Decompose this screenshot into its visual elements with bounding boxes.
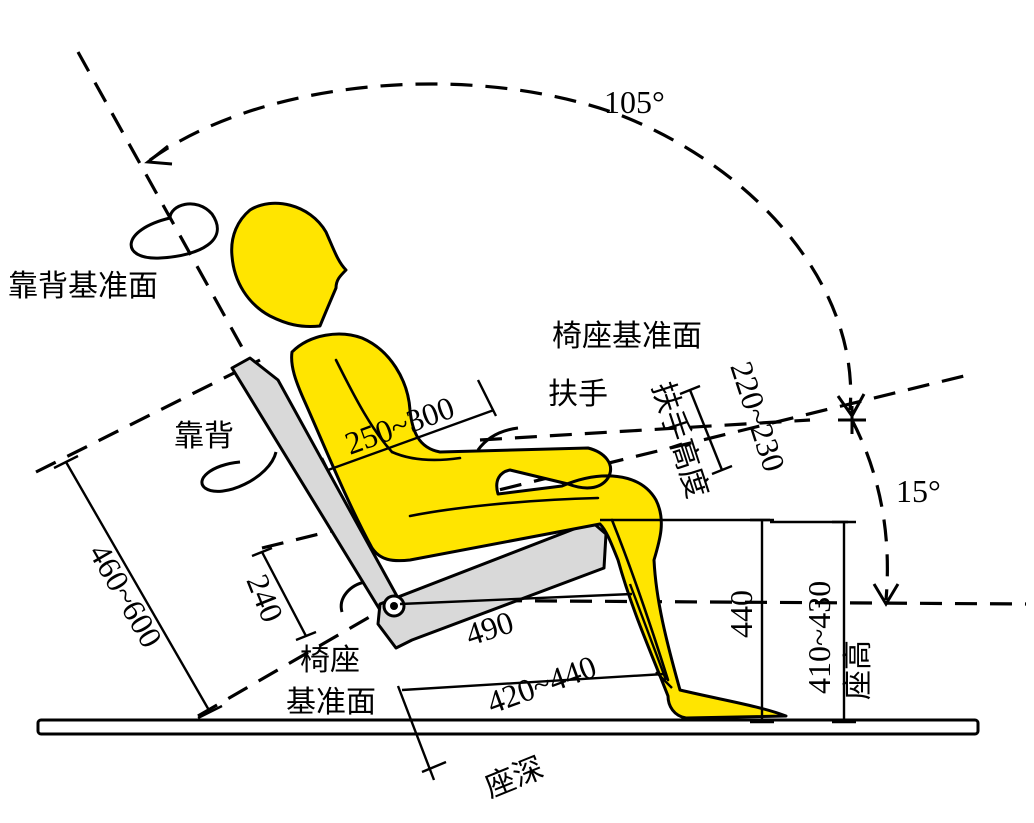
dim-armrest-height-text: 220~230 [723,357,792,476]
dim-armrest-height-tick-bottom [711,464,733,476]
label-seat-plane-top: 椅座基准面 [552,319,702,354]
label-seat-plane-bottom-1: 椅座 [300,643,360,678]
dim-seat-height-text: 410~430 [801,581,837,694]
dim-backrest-height-text: 460~600 [82,538,170,654]
figure-arm-line [334,358,394,454]
chair-pivot-center [390,602,398,610]
rotation-curl-head-icon [129,202,219,260]
figure-body [290,332,788,720]
dim-seat-depth-line [401,672,665,692]
dim-440-text: 440 [723,590,759,638]
floor [36,718,980,736]
dim-seat-length-line [399,592,633,606]
arc-arrow-left-icon [144,144,173,166]
label-angle-15: 15° [896,473,941,509]
figure-forearm-line [390,450,462,462]
dim-lumbar-text: 240 [240,569,291,627]
label-seat-plane-bottom-2: 基准面 [286,685,376,720]
dimension-lines [53,379,856,781]
dim-armrest-length-tick-left [320,457,336,483]
chair [230,356,608,650]
figure-head [230,201,348,328]
label-armrest: 扶手 [548,377,608,412]
seated-figure [230,201,788,720]
angle-15-arc [838,406,900,607]
dim-backrest-height-tick-top [53,454,79,470]
arc-15-arrow-icon [872,583,900,607]
rotation-curl-back-icon [200,451,278,493]
dim-armrest-height-line [688,389,724,471]
rotation-curl-arm-icon [476,426,519,451]
backrest-axis-line [76,51,340,521]
chair-backrest [230,356,400,612]
dim-armrest-length-line [327,408,495,472]
dim-seat-depth-leg [396,685,436,781]
label-seat-height: 座高 [841,640,876,700]
dim-armrest-length-tick-right [476,379,498,417]
label-seat-depth: 座深 [480,750,549,805]
reference-lines [35,51,1027,718]
dim-seat-depth-tick-right [655,671,673,689]
armrest-reference-line [479,418,811,442]
dim-lumbar-tick-top [251,546,273,558]
rotation-curl-seat-icon [339,580,366,613]
backrest-top-extension-line [35,358,261,474]
arc-15-path [850,419,889,601]
dim-seat-depth-range-text: 420~440 [482,648,601,721]
dim-lumbar-line [260,551,308,637]
dim-lumbar-tick-bottom [295,630,317,642]
figure-thigh-line [408,496,600,518]
backrest-bottom-extension-line [197,602,393,718]
dim-backrest-height-tick-bottom [197,704,223,720]
rotation-marks [129,202,519,613]
figure-shin-line [610,518,670,682]
dim-seat-length-leg [628,583,668,681]
dim-armrest-height-tick-top [679,384,701,396]
label-angle-105: 105° [604,84,665,120]
dim-seat-depth-tick-bottom [421,760,447,774]
label-backrest: 靠背 [174,419,234,454]
label-backrest-plane: 靠背基准面 [8,269,158,304]
labels: 105° 15° 靠背基准面 椅座基准面 扶手 靠背 椅座 基准面 扶手高度 座… [8,84,941,805]
dim-backrest-height-line [64,461,212,713]
